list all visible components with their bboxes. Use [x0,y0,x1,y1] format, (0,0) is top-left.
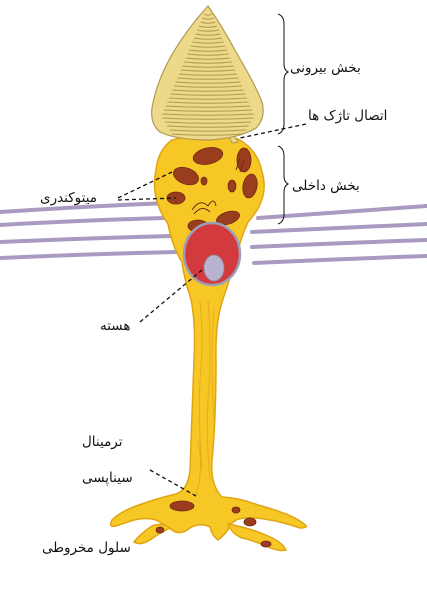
disc-line [187,53,229,56]
label-outer-segment: بخش بیرونی [290,60,361,76]
axon-texture [195,299,215,496]
label-cilium-connection: اتصال تاژک ها [308,108,388,124]
terminal-foot-left [132,523,172,545]
disc-line [177,77,239,80]
label-mitochondria: میتوکندری [40,190,98,206]
disc-line [200,21,216,24]
label-inner-segment: بخش داخلی [292,178,360,194]
membrane-lines [0,201,427,265]
golgi [191,157,245,215]
disc-line [190,45,226,48]
nucleolus [203,254,225,282]
label-nucleus: هسته [100,318,131,334]
disc-line [172,89,244,92]
disc-line [168,97,248,100]
disc-line [173,85,243,88]
disc-line [192,41,224,44]
terminal-foot-right [226,523,288,552]
mitochondria-group [166,147,258,233]
disc-line [180,69,236,72]
mitochondrion [242,173,258,199]
mitochondrion [192,147,224,165]
disc-line [164,121,252,124]
disc-line [188,49,228,52]
leader-lines [117,123,307,497]
disc-line [182,65,234,68]
mitochondrion [243,517,257,527]
disc-line [167,101,249,104]
disc-line [193,37,223,40]
disc-line [203,13,213,16]
disc-line [170,93,246,96]
label-synaptic-terminal-1: ترمینال [82,434,123,450]
disc-line [195,33,221,36]
mitochondrion [200,176,208,186]
mitochondrion [231,506,241,514]
disc-line [185,57,231,60]
mitochondrion [155,526,165,534]
mitochondrion [173,166,199,186]
disc-line [162,113,254,116]
outer-segment-bracket [277,13,290,135]
disc-line [167,125,249,128]
nucleus-envelope [182,221,242,287]
disc-line [175,81,241,84]
disc-line [197,29,219,32]
disc-line [163,109,253,112]
mitochondrion [227,179,237,193]
disc-line [162,117,254,120]
disc-line [169,129,247,132]
inner-segment-bracket [277,145,290,225]
disc-line [198,25,218,28]
mitochondrion [260,540,272,548]
mitochondrion [216,210,240,226]
mitochondrion [169,500,195,512]
disc-line [165,105,251,108]
label-cone-cell: سلول مخروطی [42,540,131,556]
terminal-organelles [155,500,272,548]
outer-segment-discs [162,13,254,136]
disc-line [202,17,214,20]
disc-line [178,73,238,76]
disc-line [183,61,233,64]
outer-segment [151,5,264,141]
cell-body [109,134,307,541]
label-synaptic-terminal-2: سیناپسی [82,470,133,486]
disc-line [171,133,245,136]
